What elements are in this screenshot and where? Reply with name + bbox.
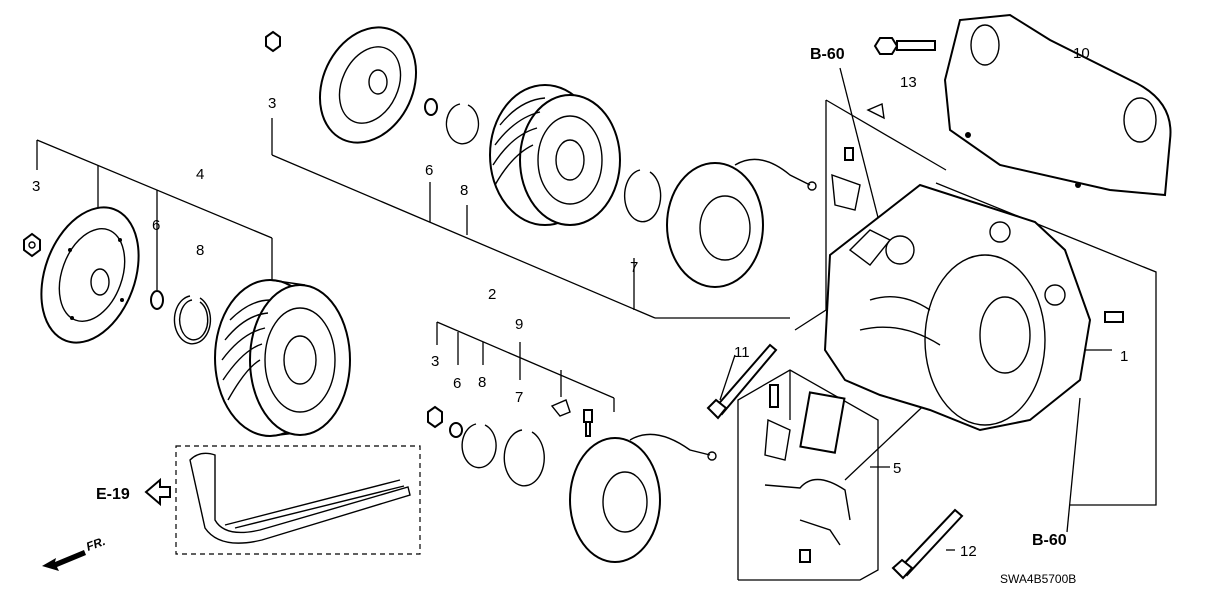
pulley-left <box>214 279 351 437</box>
leader-lines <box>36 39 1157 581</box>
harness-5 <box>764 384 851 563</box>
callout-7-upper: 7 <box>630 259 638 276</box>
callout-4: 4 <box>196 166 204 183</box>
callout-3-left: 3 <box>32 178 40 195</box>
callout-3-lower: 3 <box>431 353 439 370</box>
field-coil-lower <box>569 433 717 563</box>
compressor <box>823 102 1124 432</box>
compressor-bracket <box>943 13 1172 197</box>
callout-10: 10 <box>1073 45 1090 62</box>
diagram-code: SWA4B5700B <box>1000 572 1076 586</box>
bolt-lower <box>550 399 593 437</box>
drive-belt <box>175 445 421 555</box>
reference-b60-bottom[interactable]: B-60 <box>1032 532 1067 549</box>
callout-7-lower: 7 <box>515 389 523 406</box>
shim-lower <box>449 422 463 438</box>
bolt-12 <box>891 508 964 580</box>
callout-13: 13 <box>900 74 917 91</box>
callout-12: 12 <box>960 543 977 560</box>
callout-6-upper: 6 <box>425 162 433 179</box>
pulley-upper <box>489 84 621 226</box>
callout-labels: 1 2 3 3 3 4 5 6 6 6 7 7 8 8 8 9 10 11 12… <box>32 45 1128 560</box>
callout-1: 1 <box>1120 348 1128 365</box>
snap-ring-left <box>173 295 212 345</box>
stud-bolt-11 <box>706 343 778 420</box>
shim-upper <box>424 98 438 116</box>
callout-8-left: 8 <box>196 242 204 259</box>
nut-lower <box>427 405 443 429</box>
callout-8-upper: 8 <box>460 182 468 199</box>
callout-5: 5 <box>893 460 901 477</box>
shim-left <box>150 290 164 310</box>
snap-ring-upper <box>445 103 480 145</box>
front-arrow-icon <box>42 550 86 571</box>
front-direction-label: FR. <box>84 534 107 554</box>
callout-11: 11 <box>734 344 750 361</box>
field-coil-upper <box>666 158 817 288</box>
bolt-13 <box>873 37 936 55</box>
snap-ring-lower-a <box>461 423 497 469</box>
reference-e19[interactable]: E-19 <box>96 486 130 503</box>
callout-9: 9 <box>515 316 523 333</box>
callout-3-upper: 3 <box>268 95 276 112</box>
armature-plate-left <box>40 206 140 344</box>
snap-ring-lower-b <box>503 429 545 487</box>
callout-8-lower: 8 <box>478 374 486 391</box>
reference-b60-top[interactable]: B-60 <box>810 46 845 63</box>
nut-left <box>23 232 41 258</box>
nut-upper <box>265 30 281 53</box>
callout-6-lower: 6 <box>453 375 461 392</box>
callout-2: 2 <box>488 286 496 303</box>
snap-ring-upper-right <box>623 169 662 223</box>
callout-6-left: 6 <box>152 217 160 234</box>
e19-arrow-icon <box>144 477 171 507</box>
reference-labels: B-60 B-60 E-19 FR. SWA4B5700B <box>84 46 1076 586</box>
armature-plate-upper <box>318 26 418 144</box>
